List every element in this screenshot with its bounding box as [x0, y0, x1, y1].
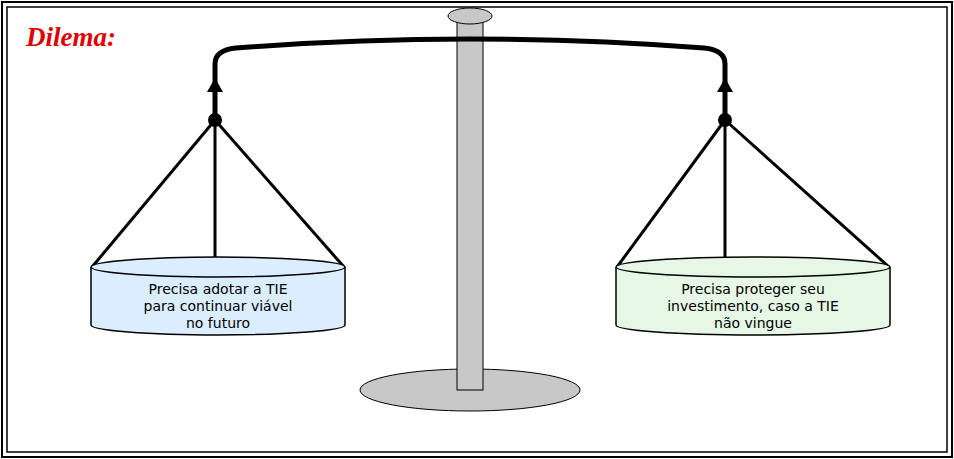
scale-pan: Precisa proteger seu investimento, caso …: [615, 255, 891, 337]
scale-pole: [457, 18, 483, 390]
diagram-title: Dilema:: [26, 22, 116, 53]
pan-rim: [91, 257, 345, 277]
hook-arrow: [207, 78, 223, 92]
hook-arrow: [717, 78, 733, 92]
scale-beam: [215, 39, 725, 118]
pan-label: Precisa adotar a TIE para continuar viáv…: [143, 281, 293, 332]
pan-rim: [616, 257, 890, 277]
hook-knot: [718, 113, 732, 127]
pole-cap: [448, 8, 492, 24]
pan-label: Precisa proteger seu investimento, caso …: [665, 281, 841, 332]
hook-knot: [208, 113, 222, 127]
scale-pan: Precisa adotar a TIE para continuar viáv…: [90, 255, 346, 337]
inner-frame: [7, 7, 947, 452]
pan-strings: [92, 120, 889, 267]
